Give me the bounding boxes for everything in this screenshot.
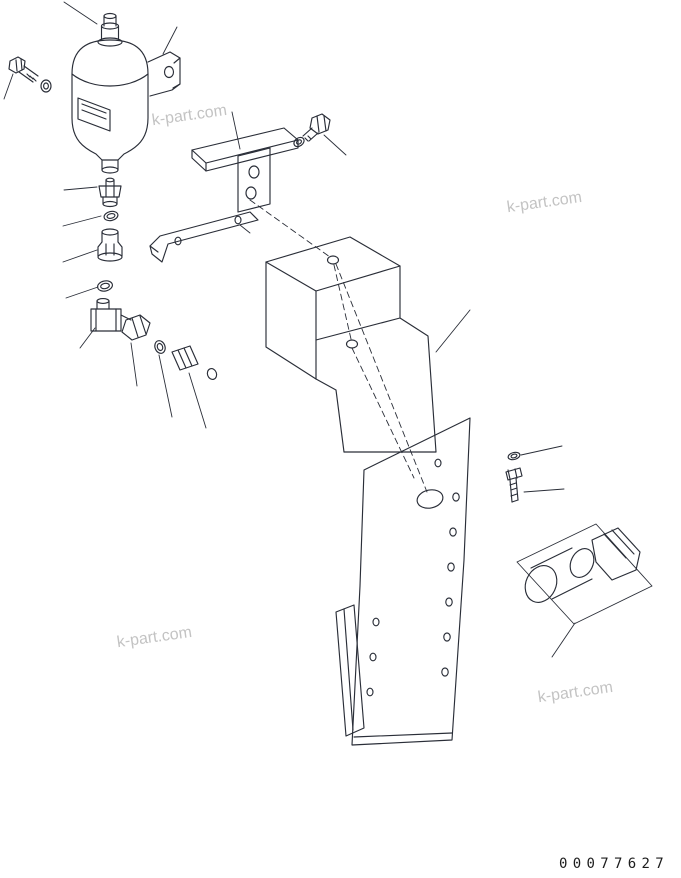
valve-assembly bbox=[516, 523, 653, 625]
straight-fitting bbox=[171, 345, 199, 371]
watermark-top-left: k-part.com bbox=[151, 102, 228, 129]
assembly-centerlines bbox=[249, 199, 428, 493]
washer-right bbox=[507, 451, 521, 461]
drawing-number: 00077627 bbox=[559, 856, 669, 872]
valve-fitting bbox=[98, 177, 122, 208]
watermark-bottom-right: k-part.com bbox=[537, 679, 614, 706]
leader-lines bbox=[3, 1, 576, 658]
watermark-bottom-left: k-part.com bbox=[116, 624, 193, 651]
lower-strap-bracket bbox=[149, 211, 259, 263]
o-ring-4 bbox=[206, 368, 218, 380]
bolt-upper-left bbox=[8, 56, 39, 83]
elbow-nut bbox=[121, 314, 151, 341]
bolt-right bbox=[505, 467, 523, 503]
upper-mount-bracket bbox=[191, 127, 299, 213]
clamp-band-bracket bbox=[147, 51, 181, 97]
elbow-fitting bbox=[90, 298, 132, 332]
o-ring-2 bbox=[97, 280, 113, 292]
o-ring-1 bbox=[103, 210, 119, 222]
main-mounting-plate bbox=[335, 417, 471, 746]
bolt-upper-right bbox=[302, 113, 331, 142]
watermark-top-right: k-part.com bbox=[506, 189, 583, 216]
o-ring-3 bbox=[154, 340, 166, 354]
channel-bracket bbox=[265, 236, 437, 453]
washer-upper-left bbox=[40, 79, 52, 93]
washer-upper-right bbox=[293, 136, 305, 148]
accumulator bbox=[71, 12, 149, 174]
adapter-fitting bbox=[97, 228, 123, 262]
